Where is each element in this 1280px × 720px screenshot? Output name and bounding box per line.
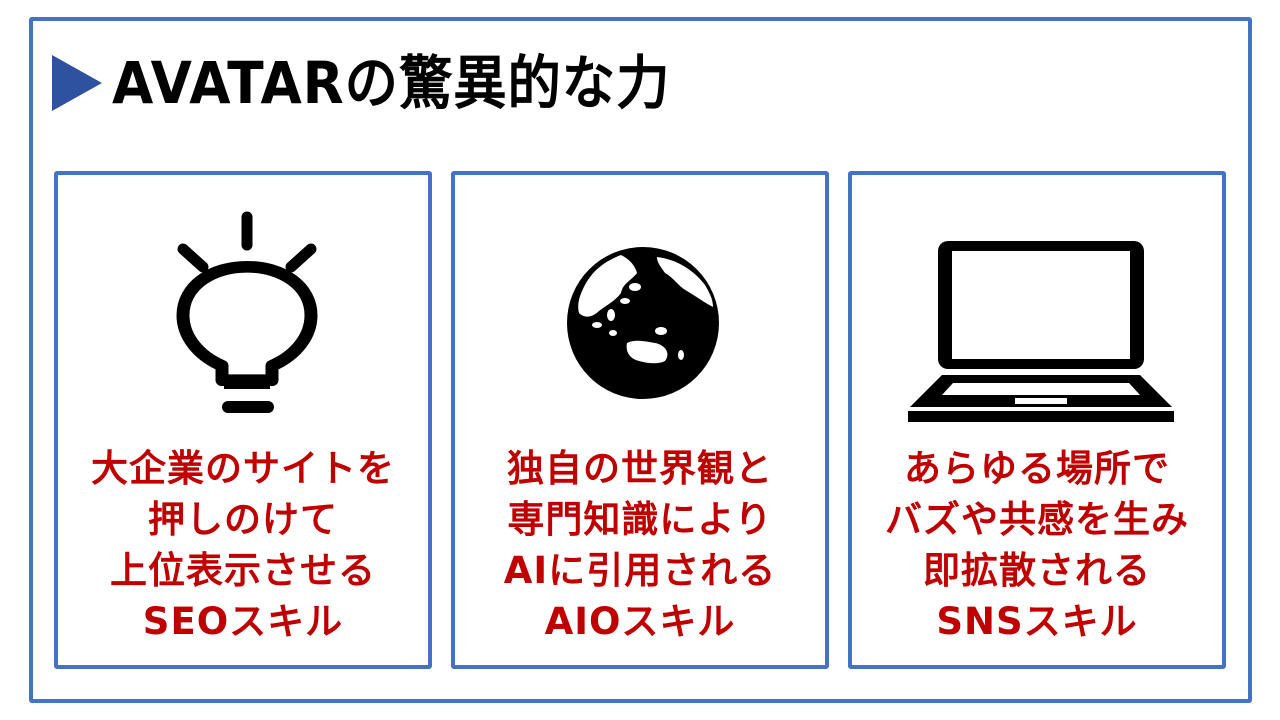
globe-icon — [567, 247, 719, 399]
triangle-right-icon — [52, 55, 102, 111]
text-line: 押しのけて — [148, 498, 338, 541]
text-line: AIに引用される — [503, 549, 777, 592]
text-line: SNSスキル — [936, 600, 1138, 643]
feature-card-seo: 大企業のサイトを 押しのけて 上位表示させる SEOスキル — [54, 171, 432, 669]
laptop-icon — [908, 241, 1174, 422]
slide-header: AVATARの驚異的な力 — [52, 50, 719, 116]
slide-title: AVATARの驚異的な力 — [112, 49, 671, 117]
text-line: 独自の世界観と — [507, 447, 773, 490]
feature-card-aio: 独自の世界観と 専門知識により AIに引用される AIOスキル — [451, 171, 829, 669]
text-line: 大企業のサイトを — [91, 447, 395, 490]
text-line: 上位表示させる — [110, 549, 376, 592]
feature-card-text: 独自の世界観と 専門知識により AIに引用される AIOスキル — [455, 443, 825, 647]
feature-card-sns: あらゆる場所で バズや共感を生み 即拡散される SNSスキル — [848, 171, 1226, 669]
lightbulb-icon — [176, 211, 318, 413]
text-line: 即拡散される — [923, 549, 1151, 592]
feature-card-text: あらゆる場所で バズや共感を生み 即拡散される SNSスキル — [852, 443, 1222, 647]
text-line: AIOスキル — [544, 600, 736, 643]
text-line: 専門知識により — [507, 498, 773, 541]
feature-card-text: 大企業のサイトを 押しのけて 上位表示させる SEOスキル — [58, 443, 428, 647]
text-line: SEOスキル — [142, 600, 344, 643]
text-line: バズや共感を生み — [885, 498, 1189, 541]
text-line: あらゆる場所で — [904, 447, 1170, 490]
